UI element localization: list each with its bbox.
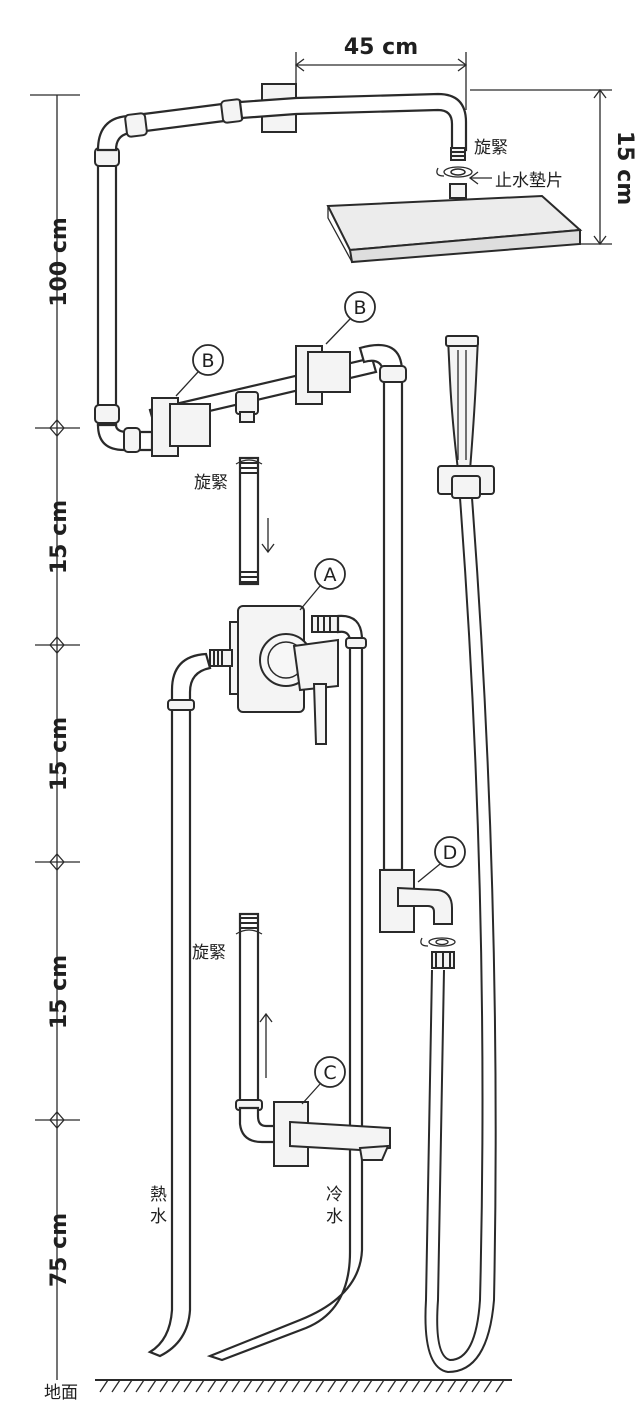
callout-a bbox=[314, 558, 346, 590]
dim-label-45cm: 45 cm bbox=[344, 35, 418, 60]
hand-shower-wand bbox=[445, 335, 480, 471]
dim-label-15cm-upper: 15 cm bbox=[47, 500, 72, 574]
flange-b-left bbox=[151, 397, 211, 457]
shower-holder bbox=[437, 465, 495, 499]
cold-water-char-2: 水 bbox=[326, 1207, 343, 1227]
tighten-label-lower: 旋緊 bbox=[192, 943, 226, 963]
dim-label-15cm-middle: 15 cm bbox=[47, 717, 72, 791]
dim-label-15cm-lower: 15 cm bbox=[47, 955, 72, 1029]
washer-ring bbox=[450, 168, 466, 176]
flange-b-right bbox=[295, 345, 351, 405]
callout-d-label: D bbox=[443, 842, 458, 864]
threaded-nipple-lower bbox=[235, 912, 278, 1144]
arm-dimension-line bbox=[294, 52, 468, 110]
cold-water-char-1: 冷 bbox=[326, 1185, 343, 1205]
mixer-valve-a bbox=[209, 605, 341, 745]
shower-hose bbox=[424, 497, 497, 1374]
washer-label: 止水墊片 bbox=[495, 171, 563, 191]
callout-c-label: C bbox=[323, 1062, 336, 1084]
hot-water-label: 熱 水 bbox=[150, 1185, 172, 1227]
head-drop-dimension-line bbox=[470, 88, 612, 246]
threaded-nipple-upper bbox=[235, 456, 275, 586]
tighten-label-middle: 旋緊 bbox=[194, 473, 228, 493]
rain-shower-head bbox=[326, 194, 583, 264]
cold-water-label: 冷 水 bbox=[326, 1185, 348, 1227]
hot-water-char-2: 水 bbox=[150, 1207, 167, 1227]
height-dimension-line bbox=[30, 94, 80, 1380]
callout-c bbox=[314, 1056, 346, 1088]
callout-b-left-label: B bbox=[201, 350, 214, 372]
head-ball-joint bbox=[449, 183, 467, 199]
upper-pipe-assembly bbox=[94, 83, 468, 453]
callout-b-right-label: B bbox=[353, 297, 366, 319]
right-riser-pipe bbox=[358, 343, 407, 872]
dim-label-100cm: 100 cm bbox=[47, 217, 72, 307]
callout-d bbox=[434, 836, 466, 868]
ground-line bbox=[95, 1379, 512, 1393]
tub-spout-c bbox=[273, 1101, 391, 1167]
callout-a-label: A bbox=[324, 564, 337, 586]
ground-label: 地面 bbox=[44, 1383, 78, 1403]
cold-water-pipe bbox=[206, 614, 367, 1362]
hand-shower-outlet-d bbox=[379, 869, 456, 969]
dim-label-75cm: 75 cm bbox=[47, 1213, 72, 1287]
tighten-label-top: 旋緊 bbox=[474, 138, 508, 158]
hot-water-pipe bbox=[147, 652, 212, 1358]
rotate-arrow-icon bbox=[436, 166, 473, 178]
dim-label-15cm-head: 15 cm bbox=[612, 131, 637, 205]
callout-b-left bbox=[192, 344, 224, 376]
callout-b-right bbox=[344, 291, 376, 323]
hot-water-char-1: 熱 bbox=[150, 1185, 167, 1205]
